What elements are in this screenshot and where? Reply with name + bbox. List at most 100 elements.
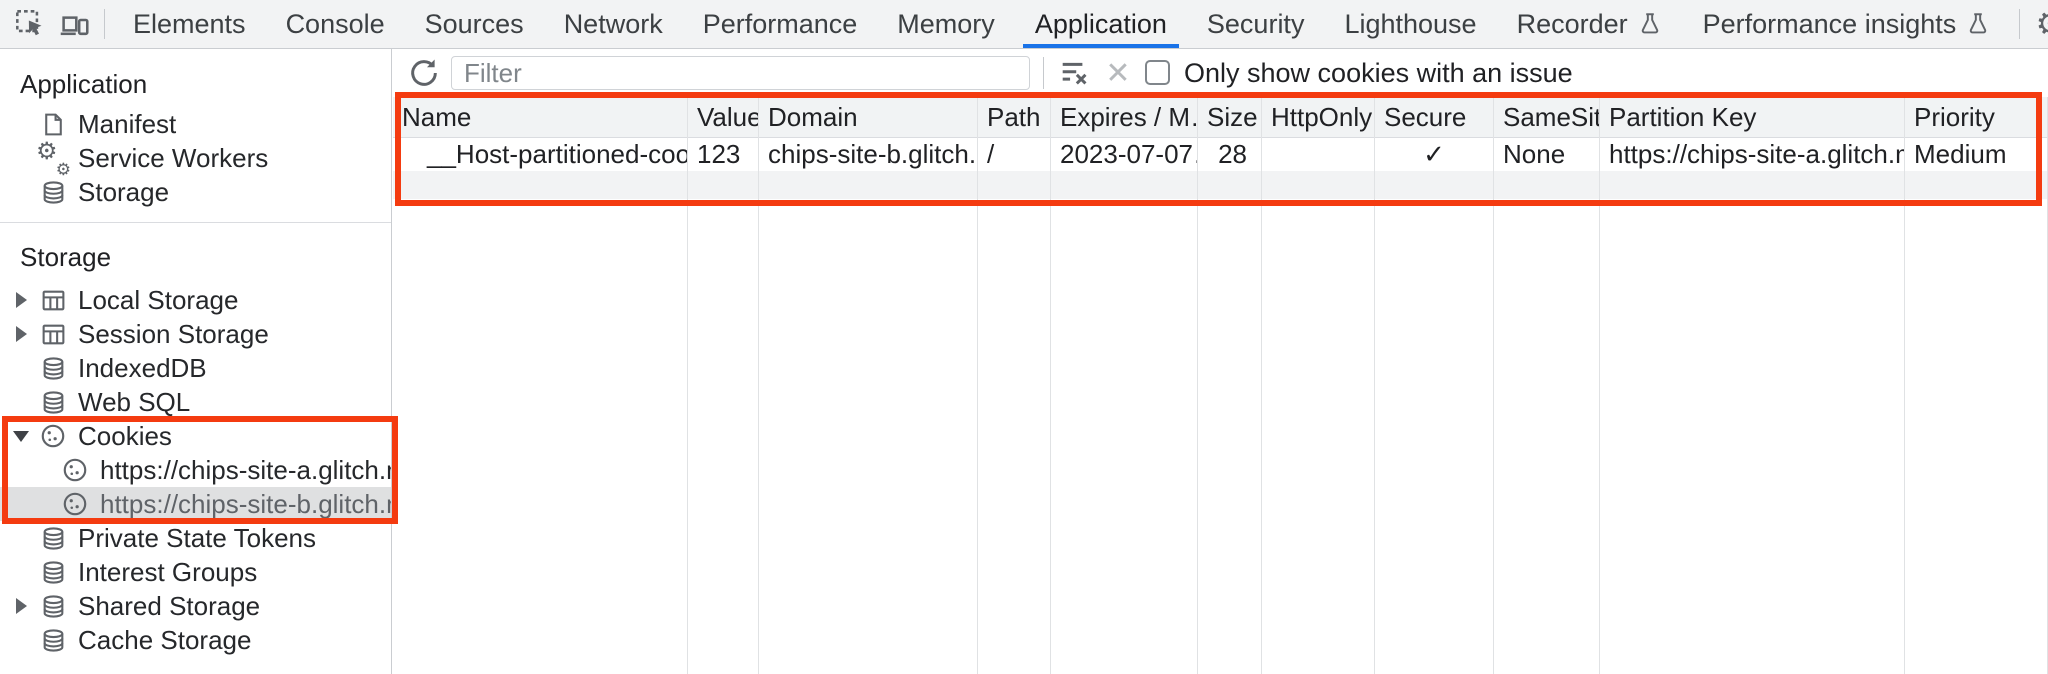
sidebar-item-cache-storage[interactable]: Cache Storage [0, 623, 391, 657]
cookie-cell-size[interactable]: 28 [1218, 139, 1247, 169]
tab-performance[interactable]: Performance [702, 8, 858, 39]
only-issue-label[interactable]: Only show cookies with an issue [1184, 58, 1573, 88]
sidebar-item-interest-groups[interactable]: Interest Groups [0, 555, 391, 589]
database-icon [38, 557, 68, 587]
column-name: Name __Host-partitioned-cookie [393, 97, 688, 674]
column-partition-key: Partition Key https://chips-site-a.glitc… [1600, 97, 1905, 674]
tab-console[interactable]: Console [285, 8, 385, 39]
column-header-size[interactable]: Size [1198, 97, 1261, 138]
cookie-cell-samesite[interactable]: None [1503, 139, 1566, 169]
application-section-items: Manifest ⚙⚙ Service Workers Storage [0, 107, 391, 209]
column-header-path[interactable]: Path [978, 97, 1050, 138]
column-header-expires[interactable]: Expires / M… [1051, 97, 1197, 138]
cookie-cell-partition-key[interactable]: https://chips-site-a.glitch.me [1609, 139, 1904, 169]
cookie-cell-httponly[interactable] [1262, 138, 1374, 171]
cookie-icon [38, 421, 68, 451]
cookie-icon [60, 455, 90, 485]
tab-performance-insights[interactable]: Performance insights [1683, 0, 2012, 48]
sidebar-section-storage: Storage [20, 242, 112, 272]
column-header-priority[interactable]: Priority [1905, 97, 2047, 138]
database-icon [38, 353, 68, 383]
sidebar-item-cookie-chips-site-b[interactable]: https://chips-site-b.glitch.me [0, 487, 391, 521]
tab-security[interactable]: Security [1206, 8, 1305, 39]
tab-network[interactable]: Network [563, 8, 663, 39]
cookie-cell-name[interactable]: __Host-partitioned-cookie [427, 139, 687, 169]
sidebar-section-application: Application [20, 69, 148, 99]
devtools-tabbar: Elements Console Sources Network Perform… [0, 0, 2048, 49]
tab-lighthouse[interactable]: Lighthouse [1344, 8, 1477, 39]
column-header-value[interactable]: Value [688, 97, 758, 138]
column-header-name[interactable]: Name [393, 97, 687, 138]
clear-filter-icon[interactable] [1055, 55, 1095, 91]
database-icon [38, 625, 68, 655]
sidebar-item-private-state-tokens[interactable]: Private State Tokens [0, 521, 391, 555]
cookie-cell-domain[interactable]: chips-site-b.glitch.me [768, 139, 977, 169]
cookie-icon [60, 489, 90, 519]
database-icon [38, 523, 68, 553]
document-icon [38, 109, 68, 139]
cookie-cell-priority[interactable]: Medium [1914, 139, 2007, 169]
sidebar-item-service-workers[interactable]: ⚙⚙ Service Workers [36, 138, 269, 179]
tab-application[interactable]: Application [1015, 0, 1187, 48]
column-secure: Secure ✓ [1375, 97, 1494, 674]
sidebar-item-session-storage[interactable]: Session Storage [0, 317, 391, 351]
column-header-httponly[interactable]: HttpOnly [1262, 97, 1374, 138]
sidebar-item-cookie-chips-site-a[interactable]: https://chips-site-a.glitch.me [0, 453, 391, 487]
device-toolbar-icon[interactable] [52, 0, 96, 48]
column-domain: Domain chips-site-b.glitch.me [759, 97, 978, 674]
cookies-toolbar: ✕ Only show cookies with an issue [393, 49, 2048, 98]
sidebar-item-manifest[interactable]: Manifest [0, 107, 391, 141]
column-header-domain[interactable]: Domain [759, 97, 977, 138]
expand-collapsed-icon[interactable] [8, 326, 34, 342]
tab-memory[interactable]: Memory [897, 8, 995, 39]
grid-icon [38, 285, 68, 315]
sidebar-item-cookies[interactable]: Cookies [0, 419, 391, 453]
database-icon [38, 591, 68, 621]
expand-collapsed-icon[interactable] [8, 598, 34, 614]
cookie-cell-path[interactable]: / [987, 139, 995, 169]
cookie-cell-value[interactable]: 123 [697, 139, 741, 169]
tabbar-right-tools: ⚙ ✕ [2011, 0, 2048, 48]
experiment-flask-icon [1637, 11, 1663, 37]
tab-recorder[interactable]: Recorder [1497, 0, 1683, 48]
cookies-panel: ✕ Only show cookies with an issue Name _… [393, 49, 2048, 674]
cookie-cell-expires[interactable]: 2023-07-07… [1060, 139, 1197, 169]
cookie-cell-secure[interactable]: ✓ [1423, 139, 1445, 169]
grid-icon [38, 319, 68, 349]
sidebar-item-shared-storage[interactable]: Shared Storage [0, 589, 391, 623]
delete-selected-icon[interactable]: ✕ [1105, 56, 1131, 90]
expand-expanded-icon[interactable] [8, 430, 34, 442]
column-samesite: SameSite None [1494, 97, 1600, 674]
experiment-flask-icon [1965, 11, 1991, 37]
column-header-samesite[interactable]: SameSite [1494, 97, 1599, 138]
filter-input[interactable] [451, 56, 1030, 90]
toolbar-divider [1043, 57, 1044, 89]
sidebar-item-storage[interactable]: Storage [0, 175, 391, 209]
database-icon [38, 387, 68, 417]
sidebar-divider [0, 222, 391, 223]
sidebar-item-local-storage[interactable]: Local Storage [0, 283, 391, 317]
refresh-icon[interactable] [405, 54, 443, 92]
tab-elements[interactable]: Elements [133, 8, 246, 39]
only-issue-checkbox[interactable] [1145, 60, 1170, 85]
column-header-secure[interactable]: Secure [1375, 97, 1493, 138]
storage-section-items: Local Storage Session Storage IndexedDB [0, 283, 391, 657]
column-path: Path / [978, 97, 1051, 674]
tabbar-left-tools [0, 0, 96, 48]
cookies-table: Name __Host-partitioned-cookie Value 123… [393, 97, 2048, 674]
column-expires: Expires / M… 2023-07-07… [1051, 97, 1198, 674]
column-header-partition-key[interactable]: Partition Key [1600, 97, 1904, 138]
column-size: Size 28 [1198, 97, 1262, 674]
application-sidebar: Application Manifest ⚙⚙ Service Workers [0, 49, 392, 674]
tab-sources[interactable]: Sources [424, 8, 524, 39]
database-icon [38, 177, 68, 207]
column-value: Value 123 [688, 97, 759, 674]
panel-tabs: Elements Console Sources Network Perform… [113, 0, 2011, 48]
inspect-element-icon[interactable] [8, 0, 52, 48]
settings-gear-icon[interactable]: ⚙ [2028, 0, 2048, 48]
sidebar-item-indexeddb[interactable]: IndexedDB [0, 351, 391, 385]
service-workers-icon: ⚙⚙ [36, 138, 71, 179]
expand-collapsed-icon[interactable] [8, 292, 34, 308]
sidebar-item-web-sql[interactable]: Web SQL [0, 385, 391, 419]
tabbar-divider [2019, 9, 2021, 39]
